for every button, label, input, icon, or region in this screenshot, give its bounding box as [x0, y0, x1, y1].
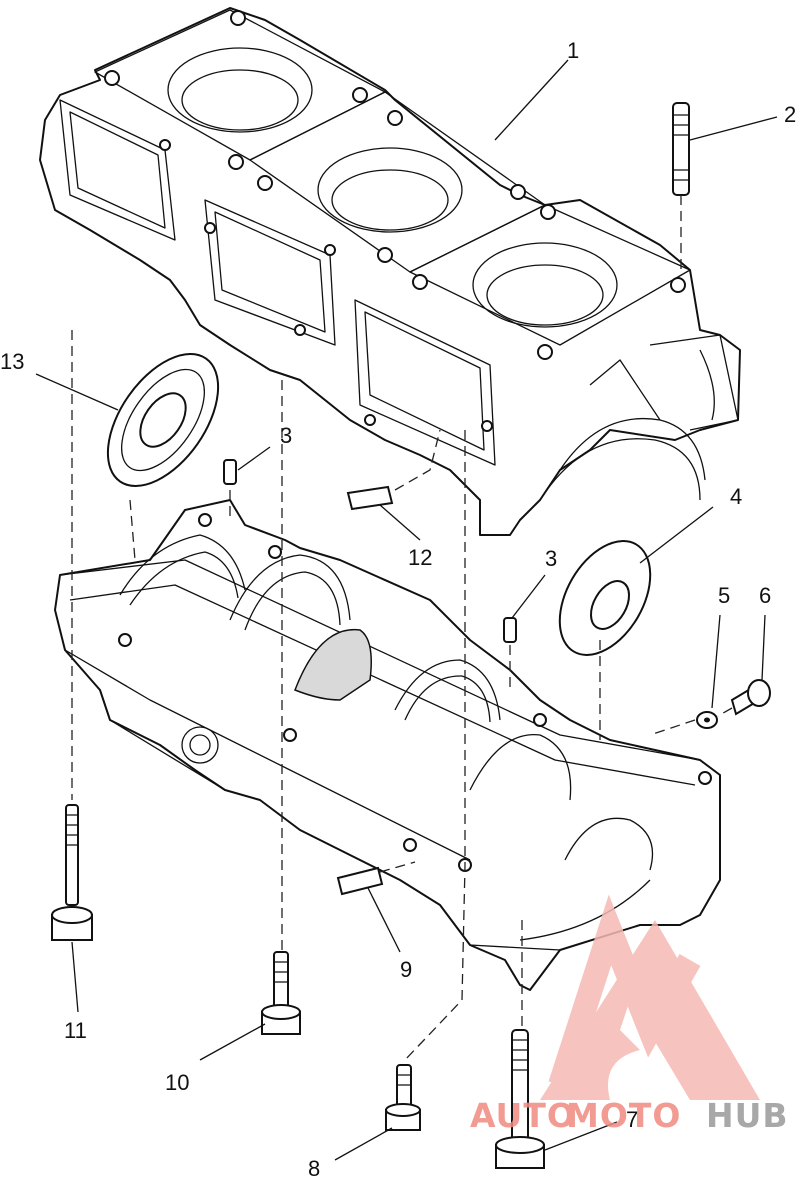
part-seal-13 — [106, 353, 220, 487]
callout-8: 8 — [308, 1156, 320, 1179]
callout-13: 13 — [0, 349, 24, 374]
callout-2: 2 — [784, 102, 796, 127]
part-washer-5 — [696, 711, 718, 729]
part-pin-12 — [346, 485, 394, 511]
watermark-logo: AUTO MOTO HUB — [470, 894, 789, 1135]
callout-1: 1 — [567, 38, 579, 63]
callout-leaders — [35, 59, 778, 1161]
callout-6: 6 — [759, 583, 771, 608]
upper-crankcase — [39, 7, 741, 536]
callout-3-upper: 3 — [280, 423, 292, 448]
part-bolt-6 — [730, 679, 771, 716]
watermark-m-icon — [548, 894, 701, 1089]
callout-labels: 1 2 3 3 4 5 6 7 8 9 10 11 12 13 — [0, 38, 796, 1179]
callout-7: 7 — [626, 1107, 638, 1132]
part-bolt-10 — [261, 951, 301, 1035]
part-dowel-3-lower — [503, 617, 517, 643]
callout-12: 12 — [408, 545, 432, 570]
watermark-text-hub: HUB — [706, 1096, 789, 1135]
part-stud-11 — [51, 804, 93, 941]
part-dowel-3-upper — [223, 459, 237, 485]
watermark-text-auto: AUTO — [470, 1096, 576, 1135]
callout-5: 5 — [718, 583, 730, 608]
callout-11: 11 — [64, 1018, 87, 1043]
watermark-text-moto: MOTO — [566, 1096, 681, 1135]
callout-10: 10 — [165, 1070, 189, 1095]
callout-3-lower: 3 — [545, 546, 557, 571]
part-bolt-7 — [495, 1029, 545, 1169]
part-pin-9 — [336, 866, 384, 896]
assembly-axis-lines — [71, 195, 733, 1061]
callout-4: 4 — [730, 484, 742, 509]
part-stud-2 — [672, 102, 690, 196]
lower-crankcase — [54, 499, 721, 991]
part-seal-4 — [558, 540, 652, 656]
callout-9: 9 — [400, 957, 412, 982]
part-bolt-8 — [385, 1064, 421, 1131]
